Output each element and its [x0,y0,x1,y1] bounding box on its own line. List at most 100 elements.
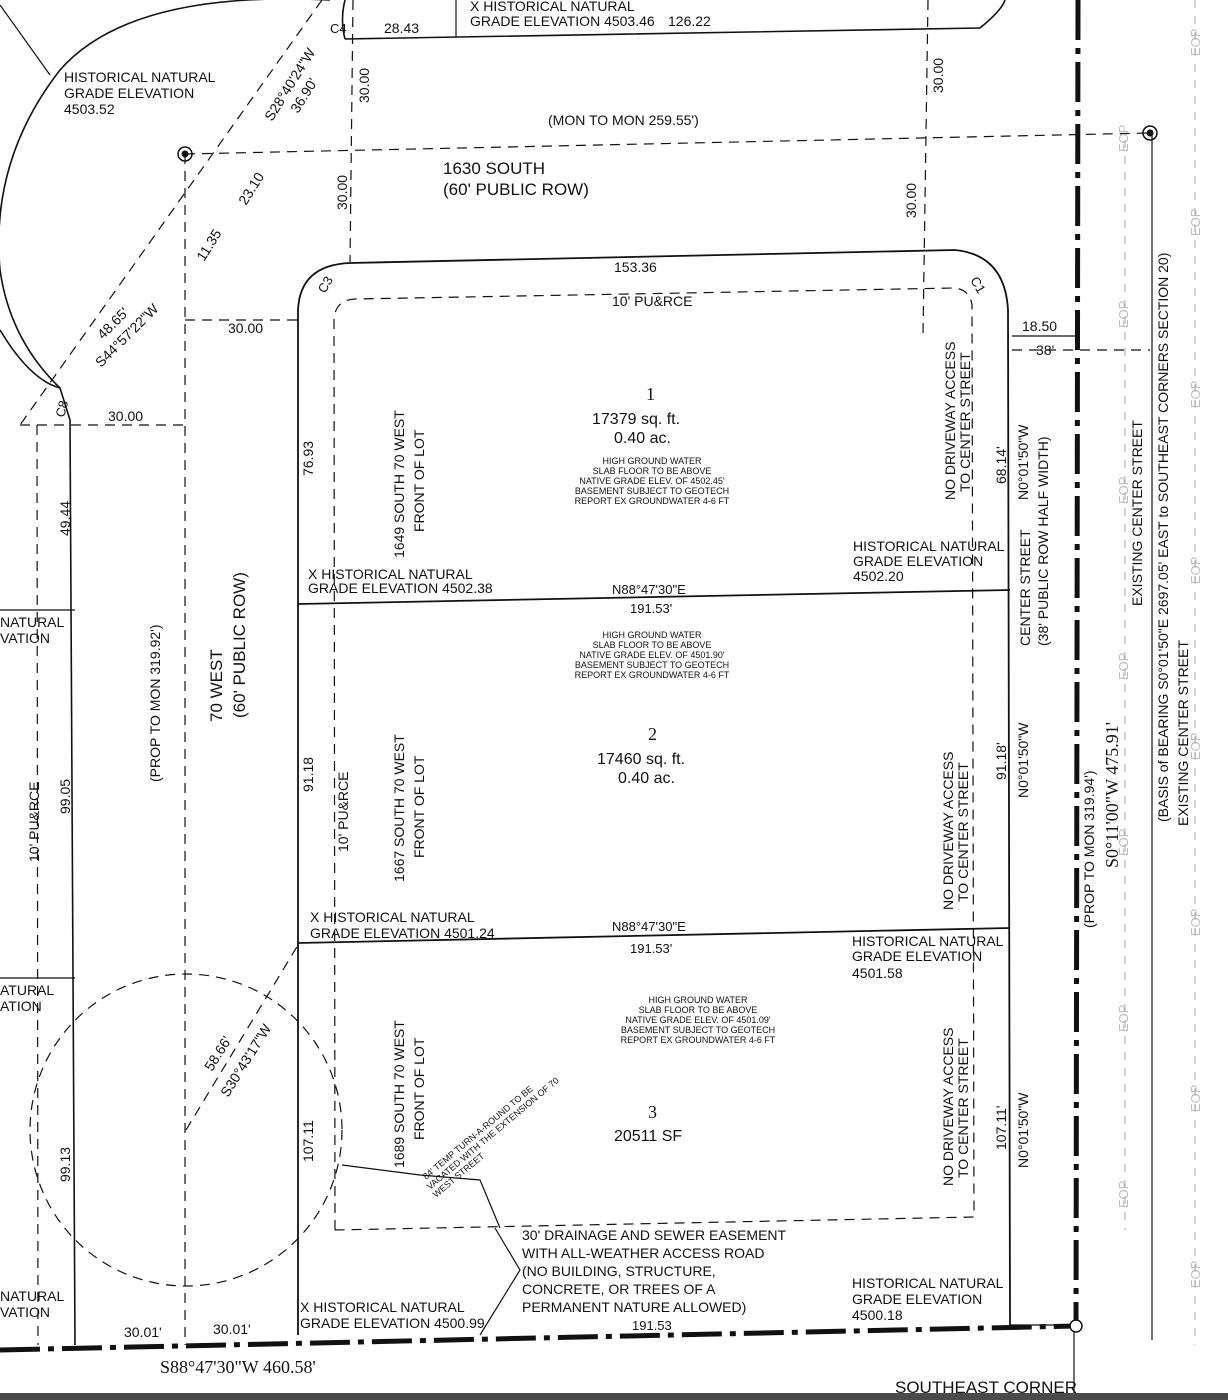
label: X HISTORICAL NATURAL [310,909,475,925]
monument-dot [181,150,189,158]
monument-icon [1142,125,1158,141]
label: 126.22 [668,13,711,29]
lot-number: 1 [646,384,655,404]
label: 4501.58 [852,965,903,981]
bearing-label: N0°01'50"W [1015,722,1031,798]
cul-de-sac-inner [0,329,76,1346]
easement-leader [479,1227,521,1336]
turnaround-leader [341,1164,501,1229]
lot-acres: 0.40 ac. [614,430,671,447]
address-label: 1649 SOUTH 70 WEST [391,410,407,558]
street-name: 1630 SOUTH [443,159,545,178]
ground-water-note: NATIVE GRADE ELEV. OF 4502.45' [579,476,725,486]
basis-of-bearing: (BASIS of BEARING S0°01'50"E 2697.05' EA… [1155,253,1171,822]
lot-area: 20511 SF [614,1128,682,1145]
label: GRADE ELEVATION [64,85,194,101]
label: GRADE ELEVATION [852,1291,982,1307]
cul-de-sac-arc [0,0,346,389]
row-dash-right [922,0,929,336]
easement-label: 10' PU&RCE [335,772,351,852]
label: GRADE ELEVATION 4501.24 [310,925,495,941]
left-pu-rce [36,424,39,1346]
ground-water-note: HIGH GROUND WATER [649,995,748,1005]
prop-to-mon-label: (PROP TO MON 319.92') [147,624,163,782]
monument-dot [1146,129,1154,137]
no-access-note: NO DRIVEWAY ACCESS [940,1028,956,1186]
ground-water-note: REPORT EX GROUNDWATER 4-6 FT [575,670,730,680]
row-dash-left [349,0,354,263]
label: GRADE ELEVATION [852,948,982,964]
no-access-note: TO CENTER STREET [955,1038,971,1178]
address-label: 1667 SOUTH 70 WEST [391,734,407,882]
eop-label: EOP [1116,301,1131,328]
label: HISTORICAL NATURAL [852,1275,1004,1291]
dimension-label: 30.00 [334,175,350,210]
label: HISTORICAL NATURAL [64,69,216,85]
label: X HISTORICAL NATURAL [300,1299,465,1315]
bearing-label: S30°43'17"W [217,1020,275,1099]
easement-label: 10' PU&RCE [612,293,692,309]
ground-water-note: BASEMENT SUBJECT TO GEOTECH [575,486,729,496]
center-street-boundary [1073,0,1081,1331]
eop-label: EOP [1188,29,1203,56]
turnaround-note: 84' TEMP TURN-A-ROUND TO BE [421,1084,535,1182]
eop-label: EOP [1116,477,1131,504]
dimension-label: 91.18 [300,757,316,792]
street-name: 70 WEST [207,649,226,722]
address-label: FRONT OF LOT [411,755,427,858]
distance-label: 58.66' [201,1033,235,1073]
label: ATION [0,998,42,1014]
no-access-note: NO DRIVEWAY ACCESS [942,342,958,500]
monuments [177,125,1158,1333]
lot-divider-1-2 [297,589,1011,605]
distance-label: 191.53' [630,941,672,956]
dimension-label: 30.00 [108,408,143,424]
distance-label: 153.36 [614,259,657,275]
lot-number: 2 [648,724,657,744]
street-label: EXISTING CENTER STREET [1175,640,1191,826]
block-boundary [297,249,1011,1335]
label: GRADE ELEVATION [853,553,983,569]
road-top-edge-curve [979,0,1006,29]
dimension-label: 68.14' [993,446,1009,484]
corner-label: SOUTHEAST CORNER [895,1378,1077,1397]
dimension-label: 99.13 [57,1147,73,1182]
label: X HISTORICAL NATURAL [308,566,473,582]
eop-label: EOP [1188,209,1203,236]
ground-water-note: REPORT EX GROUNDWATER 4-6 FT [575,496,730,506]
turnaround-note: VACATED WITH THE EXTENSION OF 70 [425,1075,561,1191]
distance-label: 191.53 [632,1318,672,1333]
radial-line [0,4,51,76]
eop-label: EOP [1116,125,1131,152]
ground-water-note: SLAB FLOOR TO BE ABOVE [593,466,712,476]
street-row: (60' PUBLIC ROW) [443,180,589,199]
ground-water-note: HIGH GROUND WATER [603,456,702,466]
pu-rce-easement [333,287,975,1231]
label: X HISTORICAL NATURAL [470,0,635,14]
bearing-label: N88°47'30"E [612,582,686,597]
bearing-label: S0°11'00"W 475.91' [1102,722,1122,868]
bearing-label: N0°01'50"W [1015,424,1031,500]
radial-dash [19,0,323,426]
eop-label: EOP [1116,1005,1131,1032]
label: 4503.52 [64,101,115,117]
ground-water-note: REPORT EX GROUNDWATER 4-6 FT [621,1035,776,1045]
label: GRADE ELEVATION 4502.38 [308,580,493,596]
label: HISTORICAL NATURAL [853,538,1005,554]
eop-label: EOP [1188,909,1203,936]
distance-label: 191.53' [630,601,672,616]
bearing-label: S88°47'30"W 460.58' [160,1357,316,1377]
curve-label: C3 [315,274,336,296]
lot-area: 17379 sq. ft. [592,411,680,428]
lot-number: 3 [648,1102,657,1122]
label: NATURAL [0,614,65,630]
dimension-label: 49.44 [57,501,73,536]
ground-water-note: NATIVE GRADE ELEV. OF 4501.90' [579,650,725,660]
ground-water-note: SLAB FLOOR TO BE ABOVE [593,640,712,650]
south-boundary [0,1323,1077,1353]
eop-label: EOP [1188,557,1203,584]
corner-monument-icon [1069,1319,1083,1333]
plat-labels: X HISTORICAL NATURAL GRADE ELEVATION 450… [0,0,1203,1397]
ground-water-note: HIGH GROUND WATER [603,630,702,640]
